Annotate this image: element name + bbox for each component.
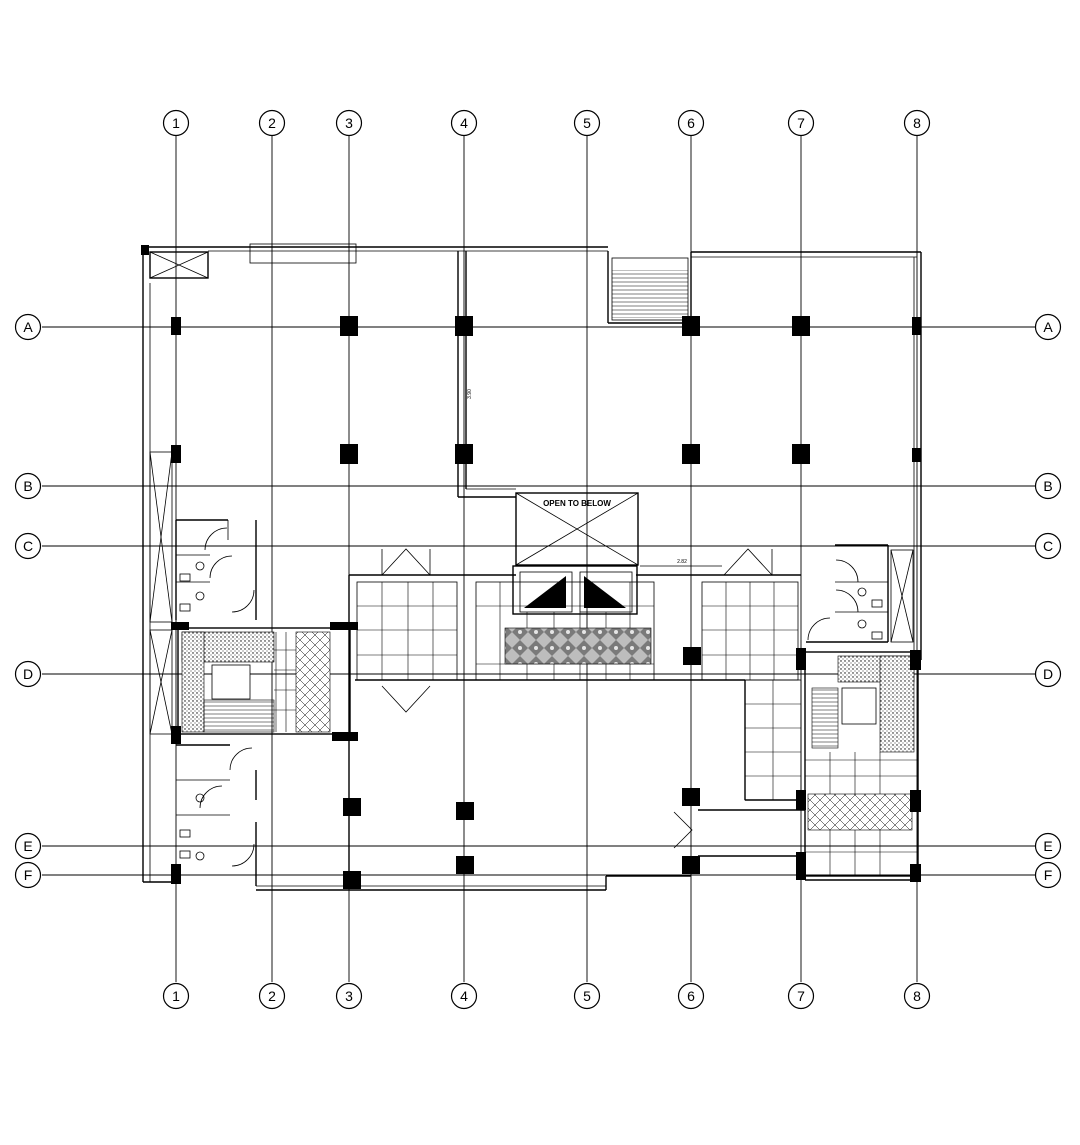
svg-text:4: 4 bbox=[460, 115, 468, 131]
grid-bubble-5-top: 5 bbox=[573, 109, 601, 137]
door-swings bbox=[199, 527, 859, 867]
dim-horizontal-label: 2.82 bbox=[677, 559, 687, 565]
svg-text:F: F bbox=[1044, 867, 1053, 883]
grid-bubble-F-left: F bbox=[14, 861, 42, 889]
svg-text:2: 2 bbox=[268, 988, 276, 1004]
grid-bubble-E-left: E bbox=[14, 832, 42, 860]
grid-bubble-F-right: F bbox=[1034, 861, 1062, 889]
svg-text:7: 7 bbox=[797, 115, 805, 131]
grid-bubble-E-right: E bbox=[1034, 832, 1062, 860]
grid-bubble-6-top: 6 bbox=[677, 109, 705, 137]
grid-bubble-4-bottom: 4 bbox=[450, 982, 478, 1010]
grid-bubble-5-bottom: 5 bbox=[573, 982, 601, 1010]
grid-bubble-D-right: D bbox=[1034, 660, 1062, 688]
central-lobby-tiles bbox=[356, 581, 802, 801]
open-to-below-label: OPEN TO BELOW bbox=[543, 499, 611, 508]
grid-bubble-1-top: 1 bbox=[162, 109, 190, 137]
column-bubbles-top: 1 2 3 4 5 6 7 8 bbox=[162, 109, 931, 137]
svg-text:E: E bbox=[23, 838, 32, 854]
svg-text:1: 1 bbox=[172, 988, 180, 1004]
right-shaft bbox=[890, 549, 914, 643]
top-stair bbox=[611, 257, 689, 321]
dimensions: 3.90 2.82 bbox=[467, 389, 722, 567]
svg-text:3: 3 bbox=[345, 115, 353, 131]
grid-bubble-2-top: 2 bbox=[258, 109, 286, 137]
grid-bubble-2-bottom: 2 bbox=[258, 982, 286, 1010]
grid-bubble-A-left: A bbox=[14, 313, 42, 341]
grid-bubble-B-right: B bbox=[1034, 472, 1062, 500]
shaft-top-left bbox=[141, 245, 209, 279]
svg-text:F: F bbox=[24, 867, 33, 883]
svg-text:B: B bbox=[1043, 478, 1052, 494]
structural-columns bbox=[171, 316, 921, 889]
column-bubbles-bottom: 1 2 3 4 5 6 7 8 bbox=[162, 982, 931, 1010]
left-stair-core bbox=[177, 627, 351, 735]
svg-text:B: B bbox=[23, 478, 32, 494]
toilet-fixtures bbox=[179, 561, 883, 861]
svg-text:6: 6 bbox=[687, 988, 695, 1004]
svg-text:C: C bbox=[23, 538, 33, 554]
svg-text:1: 1 bbox=[172, 115, 180, 131]
svg-text:D: D bbox=[23, 666, 33, 682]
elevators bbox=[512, 565, 638, 615]
decorative-floor-band bbox=[504, 627, 652, 665]
grid-bubble-1-bottom: 1 bbox=[162, 982, 190, 1010]
svg-text:E: E bbox=[1043, 838, 1052, 854]
svg-text:5: 5 bbox=[583, 115, 591, 131]
svg-text:8: 8 bbox=[913, 115, 921, 131]
left-shafts bbox=[149, 451, 173, 735]
grid-bubble-3-bottom: 3 bbox=[335, 982, 363, 1010]
svg-text:C: C bbox=[1043, 538, 1053, 554]
open-to-below: OPEN TO BELOW bbox=[515, 492, 639, 566]
row-bubbles-right: A B C D E F bbox=[1034, 313, 1062, 889]
row-bubbles-left: A B C D E F bbox=[14, 313, 42, 889]
svg-text:7: 7 bbox=[797, 988, 805, 1004]
interior-walls bbox=[175, 251, 889, 886]
left-stair-tiles bbox=[274, 632, 296, 732]
svg-text:2: 2 bbox=[268, 115, 276, 131]
grid-bubble-8-bottom: 8 bbox=[903, 982, 931, 1010]
svg-text:5: 5 bbox=[583, 988, 591, 1004]
svg-text:A: A bbox=[23, 319, 33, 335]
grid-bubble-4-top: 4 bbox=[450, 109, 478, 137]
grid-bubble-A-right: A bbox=[1034, 313, 1062, 341]
grid-bubble-3-top: 3 bbox=[335, 109, 363, 137]
svg-text:D: D bbox=[1043, 666, 1053, 682]
grid-bubble-C-left: C bbox=[14, 532, 42, 560]
grid-bubble-7-bottom: 7 bbox=[787, 982, 815, 1010]
grid-bubble-7-top: 7 bbox=[787, 109, 815, 137]
svg-text:4: 4 bbox=[460, 988, 468, 1004]
grid-bubble-C-right: C bbox=[1034, 532, 1062, 560]
svg-text:A: A bbox=[1043, 319, 1053, 335]
grid-bubble-B-left: B bbox=[14, 472, 42, 500]
right-stair-core bbox=[804, 651, 919, 877]
grid-bubble-D-left: D bbox=[14, 660, 42, 688]
svg-text:3: 3 bbox=[345, 988, 353, 1004]
grid-bubble-8-top: 8 bbox=[903, 109, 931, 137]
svg-text:6: 6 bbox=[687, 115, 695, 131]
dim-vertical-label: 3.90 bbox=[467, 389, 473, 399]
svg-text:8: 8 bbox=[913, 988, 921, 1004]
grid-bubble-6-bottom: 6 bbox=[677, 982, 705, 1010]
grid-lines bbox=[42, 136, 1035, 982]
